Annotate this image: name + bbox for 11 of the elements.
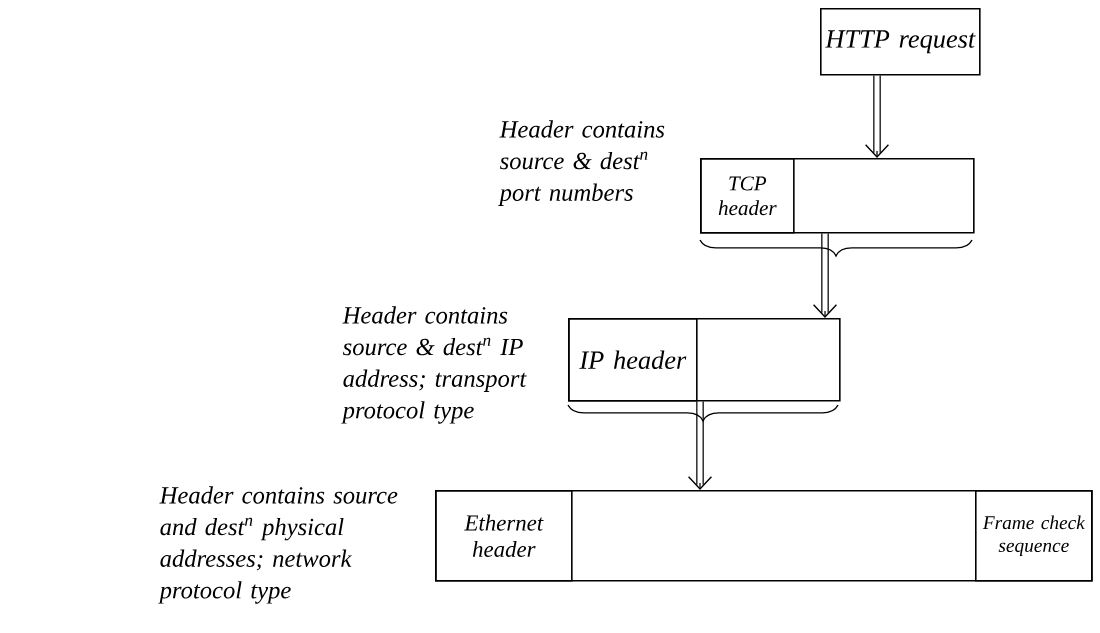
arrow bbox=[812, 232, 838, 318]
header-cell: Frame check sequence bbox=[975, 490, 1093, 582]
header-cell: IP header bbox=[568, 318, 698, 402]
arrow bbox=[864, 74, 890, 158]
note-text: Header contains source and dest$^{n}$ physical addresses; network protocol type bbox=[158, 486, 398, 604]
note-text: Header contains source & dest$^{n}$ IP address; transport protocol type bbox=[341, 306, 527, 424]
note-text: Header contains source & dest$^{n}$ port numbers bbox=[498, 120, 665, 206]
request-box: HTTP request bbox=[820, 8, 981, 76]
arrow bbox=[687, 400, 713, 490]
header-cell: Ethernet header bbox=[435, 490, 573, 582]
header-cell: TCP header bbox=[700, 158, 795, 234]
